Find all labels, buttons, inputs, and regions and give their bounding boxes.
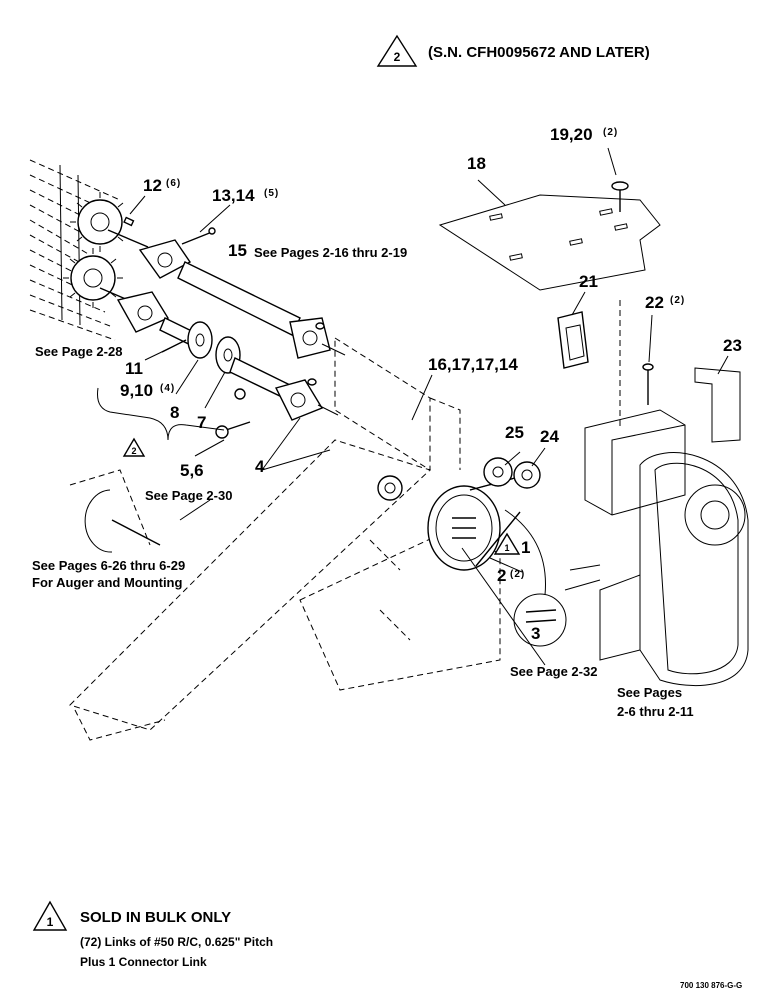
spacer-21 xyxy=(557,311,589,369)
callout-19-20-qty: (2) xyxy=(603,127,618,138)
footnote-line1: (72) Links of #50 R/C, 0.625" Pitch xyxy=(80,935,273,949)
callout-18: 18 xyxy=(467,154,486,173)
footnote-title: SOLD IN BULK ONLY xyxy=(80,909,231,926)
callout-19-20: 19,20 xyxy=(550,125,593,144)
callout-22-qty: (2) xyxy=(670,295,685,306)
bearing-left xyxy=(377,475,403,501)
ref-auger-line2: For Auger and Mounting xyxy=(32,575,182,590)
ref-auger-line1: See Pages 6-26 thru 6-29 xyxy=(32,558,185,573)
header-frame xyxy=(69,337,501,741)
callout-1: 1 xyxy=(521,538,530,557)
chain-triangle-number: 1 xyxy=(504,543,509,553)
chain-triangle xyxy=(493,532,521,555)
ref-page-2-30: See Page 2-30 xyxy=(145,488,232,503)
callout-22: 22 xyxy=(645,293,664,312)
callout-12: 12 xyxy=(143,176,162,195)
callout-3: 3 xyxy=(531,624,540,643)
bolt-22 xyxy=(642,363,654,405)
bracket-triangle xyxy=(122,437,146,457)
callout-16-17: 16,17,17,14 xyxy=(428,355,518,374)
callout-2: 2 xyxy=(497,566,506,585)
callout-4: 4 xyxy=(255,457,265,476)
header-triangle xyxy=(376,34,418,67)
callout-13-14-qty: (5) xyxy=(264,188,279,199)
callout-11: 11 xyxy=(125,359,143,378)
callout-12-qty: (6) xyxy=(166,178,181,189)
callout-23: 23 xyxy=(723,336,742,355)
reel-fingers xyxy=(29,159,121,341)
shield-23 xyxy=(694,367,741,443)
gearbox-housing xyxy=(564,300,749,687)
footnote: 1 SOLD IN BULK ONLY (72) Links of #50 R/… xyxy=(32,900,273,969)
footnote-triangle-number: 1 xyxy=(47,915,54,929)
callout-5-6: 5,6 xyxy=(180,461,204,480)
footnote-line2: Plus 1 Connector Link xyxy=(80,955,207,969)
ref-page-2-32: See Page 2-32 xyxy=(510,664,597,679)
lower-drive-shaft xyxy=(99,287,339,421)
callout-21: 21 xyxy=(579,272,598,291)
callout-7: 7 xyxy=(197,413,206,432)
reel-sprocket-lower xyxy=(63,248,123,308)
header-triangle-number: 2 xyxy=(394,50,401,64)
bracket-triangle-number: 2 xyxy=(131,446,136,456)
mounting-plate-18 xyxy=(438,194,661,291)
ref-pages-line2: 2-6 thru 2-11 xyxy=(617,704,694,719)
callout-9-10: 9,10 xyxy=(120,381,153,400)
ref-pages-2-16: See Pages 2-16 thru 2-19 xyxy=(254,245,407,260)
callout-9-10-qty: (4) xyxy=(160,383,175,394)
ref-pages-line1: See Pages xyxy=(617,685,682,700)
drawing-code: 700 130 876-G-G xyxy=(680,981,742,990)
upper-drive-shaft xyxy=(107,229,346,359)
serial-number-text: (S.N. CFH0095672 AND LATER) xyxy=(428,44,650,61)
coupler-flange-8 xyxy=(187,321,213,359)
leader-lines xyxy=(97,147,729,666)
bolt-19 xyxy=(611,181,629,212)
drive-sprocket-large xyxy=(427,485,501,571)
reel-sprocket-upper xyxy=(70,192,130,252)
callout-15: 15 xyxy=(228,241,247,260)
chain-connector-detail xyxy=(504,509,567,647)
footnote-triangle xyxy=(32,900,68,931)
callout-2-qty: (2) xyxy=(510,569,525,580)
callout-24: 24 xyxy=(540,427,559,446)
callout-13-14: 13,14 xyxy=(212,186,255,205)
callout-8: 8 xyxy=(170,403,179,422)
idler-sprocket-24 xyxy=(513,461,541,489)
ref-page-2-28: See Page 2-28 xyxy=(35,344,122,359)
header-serial-note: 2 (S.N. CFH0095672 AND LATER) xyxy=(376,34,650,67)
callout-25: 25 xyxy=(505,423,524,442)
